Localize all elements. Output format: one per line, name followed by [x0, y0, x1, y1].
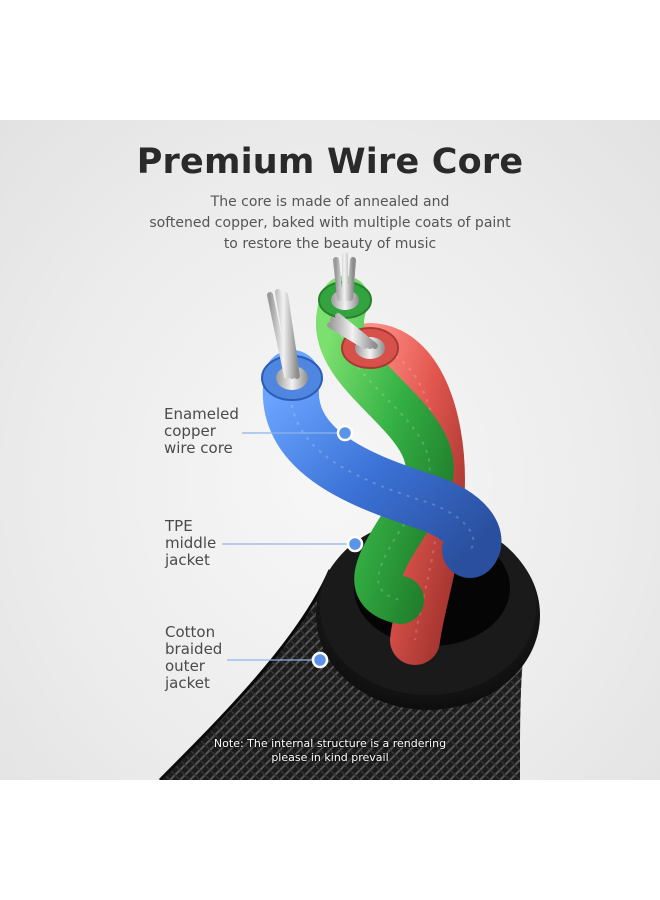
label-enameled-line-2: copper — [164, 422, 216, 440]
label-enameled-line-3: wire core — [164, 439, 233, 457]
label-cotton-line-2: braided — [165, 640, 223, 658]
label-tpe-line-2: middle — [165, 534, 217, 552]
label-cotton-line-3: outer — [165, 657, 205, 675]
page-title: Premium Wire Core — [136, 142, 524, 182]
subtitle-line-3: to restore the beauty of music — [223, 236, 437, 252]
subtitle: The core is made of annealed and softene… — [0, 192, 660, 255]
label-enameled-copper-wire-core: Enameled copper wire core — [164, 406, 239, 457]
note-line-1: Note: The internal structure is a render… — [213, 737, 447, 750]
label-tpe-line-3: jacket — [165, 551, 210, 569]
rendering-note: Note: The internal structure is a render… — [0, 737, 660, 765]
label-cotton-line-4: jacket — [165, 674, 210, 692]
label-tpe-line-1: TPE — [165, 517, 193, 535]
label-cotton-braided-outer-jacket: Cotton braided outer jacket — [165, 624, 222, 692]
product-image-card: Premium Wire Core The core is made of an… — [0, 120, 660, 780]
label-enameled-line-1: Enameled — [164, 405, 239, 423]
note-line-2: please in kind prevail — [271, 751, 389, 764]
subtitle-line-1: The core is made of annealed and — [210, 194, 450, 210]
cable-cross-section-illustration — [158, 252, 540, 780]
label-tpe-middle-jacket: TPE middle jacket — [165, 518, 216, 569]
subtitle-line-2: softened copper, baked with multiple coa… — [149, 215, 511, 231]
label-cotton-line-1: Cotton — [165, 623, 216, 641]
blue-wire — [262, 350, 502, 578]
